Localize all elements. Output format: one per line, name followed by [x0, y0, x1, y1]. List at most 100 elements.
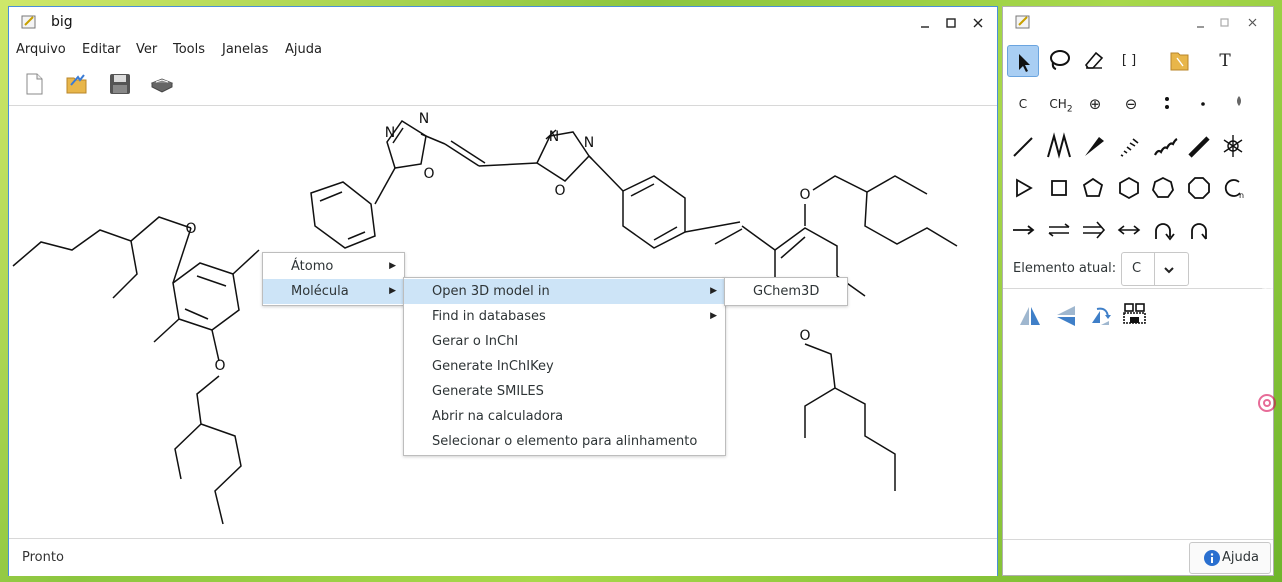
- reaction-arrow-icon[interactable]: [1007, 215, 1039, 247]
- help-button[interactable]: Ajuda: [1189, 542, 1271, 574]
- watermark-text: screenshots.debian.net: [1259, 179, 1277, 379]
- text-tool-icon[interactable]: T: [1219, 51, 1231, 71]
- debian-swirl-icon: [1258, 394, 1276, 412]
- menu-janelas[interactable]: Janelas: [222, 42, 269, 57]
- equilibrium-arrow-icon[interactable]: [1043, 215, 1075, 247]
- menu-item-abrir-calculadora[interactable]: Abrir na calculadora: [432, 409, 564, 424]
- newman-projection-icon[interactable]: [1217, 131, 1249, 163]
- hash-bond-icon[interactable]: [1113, 131, 1145, 163]
- menu-item-selecionar-alinhamento[interactable]: Selecionar o elemento para alinhamento: [432, 434, 698, 449]
- menu-tools[interactable]: Tools: [173, 42, 206, 57]
- watermark: screenshots.debian.net: [1258, 179, 1278, 420]
- tool-row: [ ] T: [1003, 45, 1273, 79]
- chain-icon[interactable]: [1043, 131, 1075, 163]
- template-folder-icon[interactable]: [1163, 45, 1195, 77]
- current-element-label: Elemento atual:: [1013, 261, 1117, 276]
- hexagon-ring-icon[interactable]: [1113, 173, 1145, 205]
- atom-label: O: [214, 358, 225, 374]
- curved-arrow-icon[interactable]: [1147, 215, 1179, 247]
- wedge-bond-icon[interactable]: [1077, 131, 1109, 163]
- menu-item-label: Open 3D model in: [432, 284, 550, 299]
- open3d-submenu: GChem3D: [724, 277, 848, 306]
- menu-item-gerar-inchi[interactable]: Gerar o InChI: [432, 334, 519, 349]
- positive-charge-icon[interactable]: ⊕: [1088, 95, 1102, 113]
- menu-item-label: Find in databases: [432, 309, 546, 324]
- single-bond-icon[interactable]: [1007, 131, 1039, 163]
- heptagon-ring-icon[interactable]: [1147, 173, 1179, 205]
- app-icon: [1015, 15, 1030, 29]
- atom-label: O: [185, 221, 196, 237]
- menu-item-label: Átomo: [291, 259, 334, 274]
- menu-item-find-databases[interactable]: Find in databases ▶: [404, 304, 725, 329]
- menu-item-generate-inchikey[interactable]: Generate InChIKey: [432, 359, 554, 374]
- new-file-icon[interactable]: [21, 71, 47, 97]
- main-toolbar: [9, 63, 997, 106]
- atom-label: O: [799, 187, 810, 203]
- atom-label: N: [549, 129, 559, 145]
- maximize-icon[interactable]: [1217, 15, 1233, 31]
- tools-titlebar[interactable]: [1003, 7, 1273, 39]
- square-ring-icon[interactable]: [1043, 173, 1075, 205]
- rotate-icon[interactable]: [1087, 303, 1113, 329]
- select-arrow-icon[interactable]: [1007, 45, 1039, 77]
- tools-window: [ ] T C CH2 ⊕ ⊖: [1002, 6, 1274, 576]
- flip-horizontal-icon[interactable]: [1017, 303, 1043, 329]
- menu-editar[interactable]: Editar: [82, 42, 121, 57]
- save-icon[interactable]: [107, 71, 133, 97]
- squiggle-bond-icon[interactable]: [1149, 131, 1181, 163]
- main-titlebar[interactable]: big: [9, 7, 997, 39]
- context-menu: Átomo ▶ Molécula ▶: [262, 252, 405, 306]
- menu-item-label: Molécula: [291, 284, 349, 299]
- carbon-atom-icon[interactable]: C: [1018, 97, 1028, 111]
- minimize-icon[interactable]: [917, 15, 933, 31]
- menubar: Arquivo Editar Ver Tools Janelas Ajuda: [9, 39, 997, 61]
- lone-pair-icon[interactable]: [1151, 88, 1183, 120]
- menu-item-atomo[interactable]: Átomo ▶: [263, 254, 404, 279]
- print-icon[interactable]: [149, 71, 175, 97]
- status-text: Pronto: [22, 550, 64, 565]
- ch2-label: CH: [1049, 97, 1067, 111]
- orbital-icon[interactable]: [1223, 88, 1255, 120]
- open-folder-icon[interactable]: [64, 71, 90, 97]
- octagon-ring-icon[interactable]: [1183, 173, 1215, 205]
- menu-item-open-3d[interactable]: Open 3D model in ▶: [404, 279, 725, 304]
- menu-item-gchem3d[interactable]: GChem3D: [753, 284, 820, 299]
- menu-arquivo[interactable]: Arquivo: [16, 42, 66, 57]
- retrosynthesis-arrow-icon[interactable]: [1077, 215, 1109, 247]
- group-align-icon[interactable]: [1121, 301, 1149, 329]
- menu-ajuda[interactable]: Ajuda: [285, 42, 322, 57]
- atom-label: O: [554, 183, 565, 199]
- submenu-arrow-icon: ▶: [389, 286, 396, 296]
- menu-item-generate-smiles[interactable]: Generate SMILES: [432, 384, 544, 399]
- minimize-icon[interactable]: [1193, 15, 1209, 31]
- half-curved-arrow-icon[interactable]: [1183, 215, 1215, 247]
- atom-label: N: [419, 111, 429, 127]
- brackets-icon[interactable]: [ ]: [1121, 53, 1137, 68]
- maximize-icon[interactable]: [943, 15, 959, 31]
- pentagon-ring-icon[interactable]: [1077, 173, 1109, 205]
- molecule-submenu: Open 3D model in ▶ Find in databases ▶ G…: [403, 277, 726, 456]
- bold-bond-icon[interactable]: [1183, 131, 1215, 163]
- tool-row: C CH2 ⊕ ⊖: [1003, 88, 1273, 122]
- ch2-fragment-icon[interactable]: CH2: [1043, 88, 1079, 120]
- menu-ver[interactable]: Ver: [136, 42, 158, 57]
- eraser-icon[interactable]: [1077, 45, 1109, 77]
- radical-icon[interactable]: [1187, 88, 1219, 120]
- close-icon[interactable]: [970, 15, 986, 31]
- n-ring-icon[interactable]: n: [1217, 173, 1249, 205]
- combo-divider: [1154, 253, 1155, 285]
- negative-charge-icon[interactable]: ⊖: [1124, 95, 1138, 113]
- triangle-ring-icon[interactable]: [1007, 173, 1039, 205]
- current-element-combo[interactable]: C: [1121, 252, 1189, 286]
- atom-label: O: [799, 328, 810, 344]
- app-icon: [21, 15, 36, 29]
- submenu-arrow-icon: ▶: [389, 261, 396, 271]
- help-button-label: Ajuda: [1222, 550, 1259, 565]
- menu-item-molecula[interactable]: Molécula ▶: [263, 279, 404, 304]
- close-icon[interactable]: [1245, 15, 1261, 31]
- molecule-drawing: N N O N N O O O O O: [12, 111, 958, 525]
- lasso-icon[interactable]: [1043, 45, 1075, 77]
- mesomery-arrow-icon[interactable]: [1113, 215, 1145, 247]
- flip-vertical-icon[interactable]: [1053, 303, 1079, 329]
- svg-text:n: n: [1239, 191, 1244, 200]
